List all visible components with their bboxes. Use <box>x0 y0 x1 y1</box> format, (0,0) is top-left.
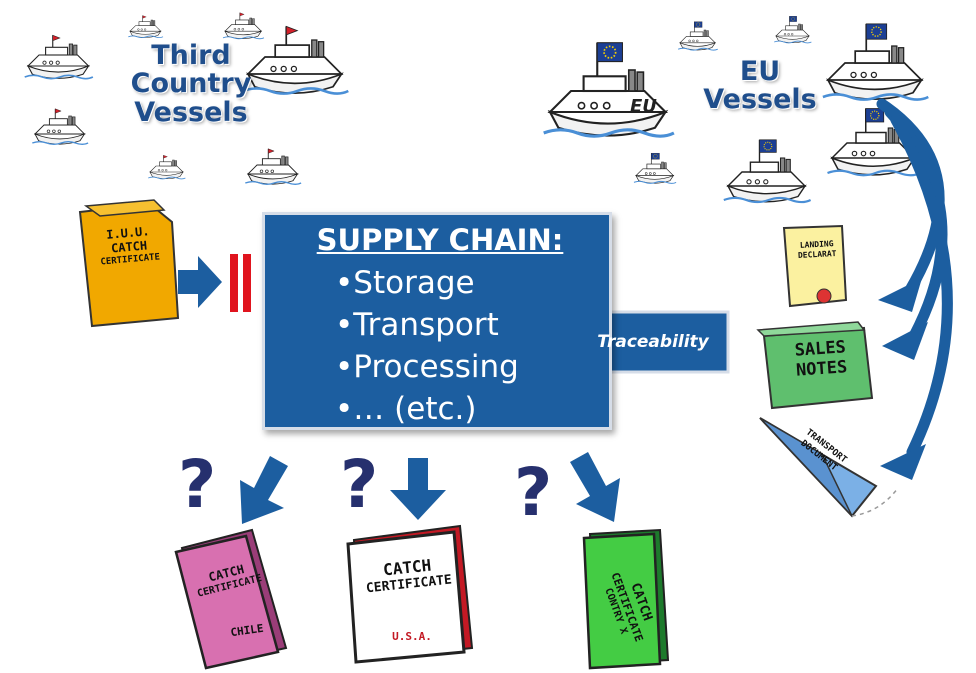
third-country-ship <box>223 13 264 39</box>
eu-flow-arrow-head <box>878 278 922 312</box>
sales-notes-text: SALES NOTES <box>777 337 866 382</box>
supply-chain-item: … (etc.) <box>335 391 476 427</box>
supply-chain-item: Transport <box>335 307 498 343</box>
third-country-vessels-label: Third Country Vessels <box>130 40 252 128</box>
third-country-ship <box>245 149 301 185</box>
iuu-arrow-icon <box>178 256 222 308</box>
eu-ship <box>774 16 811 43</box>
eu-ship <box>634 153 676 183</box>
eu-vessels-label: EU Vessels <box>703 56 817 116</box>
eu-ship <box>823 24 928 100</box>
supply-chain-box: SUPPLY CHAIN: Storage Transport Processi… <box>262 212 612 430</box>
eu-flow-arrow <box>876 98 953 458</box>
question-mark: ? <box>514 454 553 531</box>
certificate-usa-icon <box>346 524 474 664</box>
down-arrow-icon <box>240 452 620 524</box>
landing-declaration-text: LANDING DECLARAT <box>789 239 844 263</box>
eu-ship <box>544 43 674 136</box>
third-country-ship <box>25 35 93 78</box>
eu-ship <box>678 22 718 50</box>
certificate-usa-country: U.S.A. <box>392 630 432 643</box>
question-mark: ? <box>178 446 217 523</box>
eu-flow-arrow-head <box>882 322 928 360</box>
certificate-country-x-icon <box>582 528 670 670</box>
sales-notes-icon <box>756 321 874 410</box>
supply-chain-item: Processing <box>335 349 519 385</box>
vessel-flag-text: EU <box>630 96 657 117</box>
third-country-ship <box>32 109 88 145</box>
supply-chain-title: SUPPLY CHAIN: <box>316 223 564 257</box>
third-country-ship <box>148 155 185 179</box>
transport-document-icon <box>759 417 899 518</box>
supply-chain-item: Storage <box>335 265 474 301</box>
landing-declaration-icon <box>782 224 848 308</box>
stop-bar-icon <box>243 254 251 312</box>
iuu-certificate-icon <box>78 199 180 328</box>
eu-flow-arrow-head <box>880 444 926 480</box>
eu-ship <box>724 140 811 202</box>
iuu-certificate-text: I.U.U. CATCH CERTIFICATE <box>84 222 173 269</box>
stop-bar-icon <box>230 254 238 312</box>
question-mark: ? <box>340 446 379 523</box>
third-country-ship <box>128 16 163 38</box>
certificate-chile-icon <box>174 528 288 670</box>
traceability-label: Traceability <box>597 332 709 352</box>
